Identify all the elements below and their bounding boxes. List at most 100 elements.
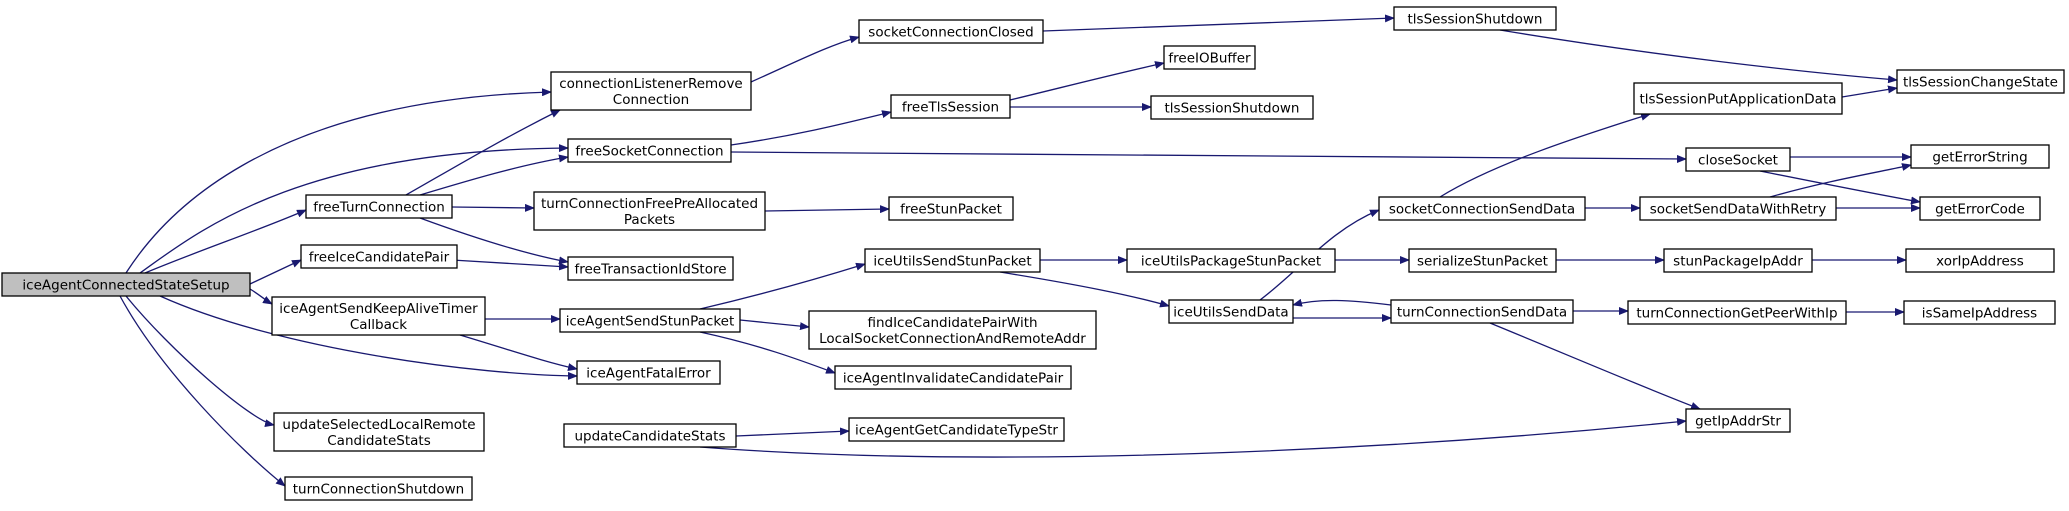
call-edge xyxy=(419,217,569,265)
call-edge xyxy=(249,288,273,305)
node-root[interactable]: iceAgentConnectedStateSetup xyxy=(1,272,251,297)
node-box xyxy=(808,310,1097,350)
node-box xyxy=(1126,248,1336,273)
node-label: iceAgentInvalidateCandidatePair xyxy=(843,371,1064,387)
node-tss2[interactable]: tlsSessionShutdown xyxy=(1150,95,1314,120)
node-label: socketConnectionSendData xyxy=(1389,202,1575,218)
node-tcsd[interactable]: turnConnectionSendData xyxy=(1390,299,1574,324)
node-box xyxy=(834,365,1072,390)
call-edge xyxy=(1292,298,1392,307)
node-label: iceAgentSendKeepAliveTimer xyxy=(279,301,478,317)
node-ssp[interactable]: serializeStunPacket xyxy=(1408,248,1557,273)
node-xia[interactable]: xorIpAddress xyxy=(1905,248,2055,273)
node-fts[interactable]: freeTlsSession xyxy=(890,94,1011,119)
node-gec[interactable]: getErrorCode xyxy=(1919,196,2041,221)
node-tcgp[interactable]: turnConnectionGetPeerWithIp xyxy=(1627,300,1847,325)
edge-path xyxy=(1499,29,1898,84)
edge-path xyxy=(699,262,866,310)
node-box xyxy=(1,272,251,297)
edge-path xyxy=(999,271,1170,308)
call-edge xyxy=(699,262,866,310)
node-iassp[interactable]: iceAgentSendStunPacket xyxy=(559,308,741,333)
node-tcs[interactable]: turnConnectionShutdown xyxy=(284,476,473,501)
node-spia[interactable]: stunPackageIpAddr xyxy=(1663,248,1813,273)
node-label: socketSendDataWithRetry xyxy=(1650,202,1826,218)
node-label: findIceCandidatePairWith xyxy=(867,315,1037,331)
node-label: updateCandidateStats xyxy=(574,429,725,445)
node-ssdwr[interactable]: socketSendDataWithRetry xyxy=(1639,196,1837,221)
edge-path xyxy=(764,205,890,214)
node-fsc[interactable]: freeSocketConnection xyxy=(567,138,732,163)
edge-path xyxy=(730,151,1687,163)
node-ges[interactable]: getErrorString xyxy=(1910,144,2050,169)
node-box xyxy=(1168,299,1294,324)
node-tss1[interactable]: tlsSessionShutdown xyxy=(1393,6,1557,31)
node-box xyxy=(1663,248,1813,273)
node-box xyxy=(559,308,741,333)
node-ftc[interactable]: freeTurnConnection xyxy=(305,194,453,219)
edge-path xyxy=(1439,112,1651,198)
node-gias[interactable]: getIpAddrStr xyxy=(1685,408,1791,433)
node-label: iceAgentGetCandidateTypeStr xyxy=(855,423,1058,439)
node-ucs[interactable]: updateCandidateStats xyxy=(563,423,737,448)
node-ficpw[interactable]: findIceCandidatePairWithLocalSocketConne… xyxy=(808,310,1097,350)
node-box xyxy=(1685,147,1791,172)
node-uss[interactable]: iceUtilsSendStunPacket xyxy=(864,248,1041,273)
node-box xyxy=(1163,45,1256,70)
node-label: Callback xyxy=(350,317,407,333)
node-box xyxy=(1910,144,2050,169)
call-edge xyxy=(1009,61,1165,101)
node-box xyxy=(567,256,734,281)
node-ftis[interactable]: freeTransactionIdStore xyxy=(567,256,734,281)
node-box xyxy=(890,94,1011,119)
edge-path xyxy=(699,417,1687,458)
node-tscs[interactable]: tlsSessionChangeState xyxy=(1896,69,2065,94)
edge-path xyxy=(119,295,286,487)
node-label: CandidateStats xyxy=(327,433,430,449)
call-edge xyxy=(999,271,1170,308)
edge-path xyxy=(750,35,860,83)
node-cs[interactable]: closeSocket xyxy=(1685,147,1791,172)
node-label: freeTlsSession xyxy=(902,100,999,116)
node-iagct[interactable]: iceAgentGetCandidateTypeStr xyxy=(848,417,1065,442)
call-edge xyxy=(419,154,569,196)
node-scsd[interactable]: socketConnectionSendData xyxy=(1378,196,1586,221)
call-edge xyxy=(735,427,850,437)
node-label: iceUtilsSendStunPacket xyxy=(873,254,1031,270)
edge-path xyxy=(1759,170,1921,205)
node-iaicp[interactable]: iceAgentInvalidateCandidatePair xyxy=(834,365,1072,390)
node-label: turnConnectionSendData xyxy=(1397,305,1567,321)
node-box xyxy=(1627,300,1847,325)
node-fsp[interactable]: freeStunPacket xyxy=(888,196,1014,221)
node-sccl[interactable]: socketConnectionClosed xyxy=(858,19,1044,44)
node-box xyxy=(1408,248,1557,273)
node-box xyxy=(567,138,732,163)
node-fiob[interactable]: freeIOBuffer xyxy=(1163,45,1256,70)
node-label: getIpAddrStr xyxy=(1695,414,1781,430)
node-label: freeStunPacket xyxy=(900,202,1002,218)
node-box xyxy=(1685,408,1791,433)
node-iafe[interactable]: iceAgentFatalError xyxy=(576,360,721,385)
node-label: freeIceCandidatePair xyxy=(309,250,450,266)
node-tspad[interactable]: tlsSessionPutApplicationData xyxy=(1633,82,1843,115)
call-edge xyxy=(1841,85,1898,98)
node-box xyxy=(271,296,486,336)
node-iupsp[interactable]: iceUtilsPackageStunPacket xyxy=(1126,248,1336,273)
node-ficp[interactable]: freeIceCandidatePair xyxy=(300,244,458,269)
edge-path xyxy=(735,427,850,437)
edge-path xyxy=(144,209,307,274)
edge-path xyxy=(1769,163,1912,198)
node-label: iceAgentSendStunPacket xyxy=(566,314,735,330)
node-isia[interactable]: isSameIpAddress xyxy=(1903,300,2056,325)
node-box xyxy=(533,191,766,231)
node-label: tlsSessionPutApplicationData xyxy=(1639,92,1836,108)
call-edge xyxy=(1489,322,1701,410)
call-edge xyxy=(739,319,810,331)
edge-path xyxy=(451,203,535,212)
edge-path xyxy=(419,154,569,196)
node-iusd[interactable]: iceUtilsSendData xyxy=(1168,299,1294,324)
